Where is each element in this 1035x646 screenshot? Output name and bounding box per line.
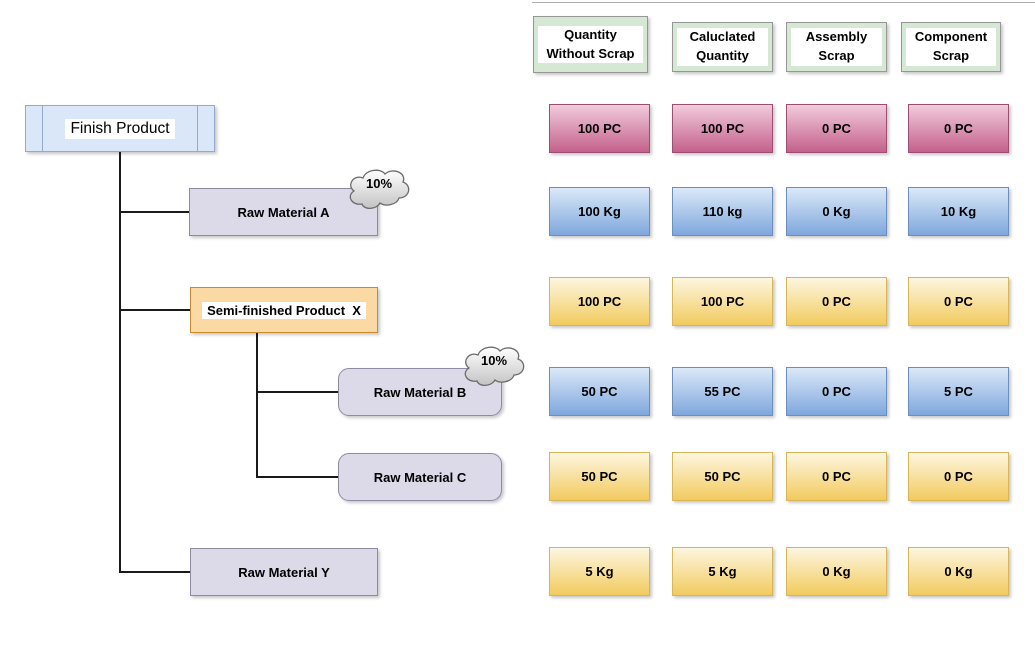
- header-label: Caluclated Quantity: [677, 28, 768, 66]
- connector-to-raw-b: [256, 391, 338, 393]
- node-semi-finished-x: Semi-finished Product X: [190, 287, 378, 333]
- connector-to-raw-y: [119, 571, 191, 573]
- cell-raw-a-qty-without-scrap: 100 Kg: [549, 187, 650, 236]
- node-raw-material-b: Raw Material B: [338, 368, 502, 416]
- scrap-cloud-raw-b: 10%: [460, 342, 528, 390]
- node-raw-material-a-label: Raw Material A: [237, 204, 330, 220]
- header-quantity-without-scrap: Quantity Without Scrap: [533, 16, 648, 73]
- scrap-percent-raw-b: 10%: [480, 353, 508, 368]
- connector-to-raw-a: [119, 211, 189, 213]
- node-semi-finished-x-label: Semi-finished Product X: [202, 301, 366, 319]
- cell-raw-y-calculated-qty: 5 Kg: [672, 547, 773, 596]
- cell-semi-x-assembly-scrap: 0 PC: [786, 277, 887, 326]
- cell-semi-x-qty-without-scrap: 100 PC: [549, 277, 650, 326]
- cell-raw-a-assembly-scrap: 0 Kg: [786, 187, 887, 236]
- header-label: Quantity Without Scrap: [538, 25, 643, 64]
- cell-raw-b-assembly-scrap: 0 PC: [786, 367, 887, 416]
- cell-raw-c-assembly-scrap: 0 PC: [786, 452, 887, 501]
- node-raw-material-y-label: Raw Material Y: [238, 564, 330, 580]
- node-raw-material-y: Raw Material Y: [190, 548, 378, 596]
- cell-semi-x-component-scrap: 0 PC: [908, 277, 1009, 326]
- connector-finish-trunk: [119, 152, 121, 573]
- cell-raw-c-calculated-qty: 50 PC: [672, 452, 773, 501]
- cell-raw-b-calculated-qty: 55 PC: [672, 367, 773, 416]
- node-raw-material-c: Raw Material C: [338, 453, 502, 501]
- header-calculated-quantity: Caluclated Quantity: [672, 22, 773, 72]
- node-raw-material-a: Raw Material A: [189, 188, 378, 236]
- cell-raw-b-component-scrap: 5 PC: [908, 367, 1009, 416]
- cell-raw-y-assembly-scrap: 0 Kg: [786, 547, 887, 596]
- connector-to-raw-c: [256, 476, 338, 478]
- cell-raw-b-qty-without-scrap: 50 PC: [549, 367, 650, 416]
- cell-finish-qty-without-scrap: 100 PC: [549, 104, 650, 153]
- connector-to-semi-x: [119, 309, 191, 311]
- header-component-scrap: Component Scrap: [901, 22, 1001, 72]
- scrap-percent-raw-a: 10%: [365, 176, 393, 191]
- scrap-cloud-raw-a: 10%: [345, 165, 413, 213]
- cell-raw-a-calculated-qty: 110 kg: [672, 187, 773, 236]
- cell-semi-x-calculated-qty: 100 PC: [672, 277, 773, 326]
- cell-raw-y-qty-without-scrap: 5 Kg: [549, 547, 650, 596]
- top-border-line: [532, 2, 1035, 3]
- connector-semi-trunk: [256, 333, 258, 478]
- cloud-icon: [349, 169, 410, 210]
- cell-finish-component-scrap: 0 PC: [908, 104, 1009, 153]
- node-finish-product: Finish Product: [25, 105, 215, 152]
- header-assembly-scrap: Assembly Scrap: [786, 22, 887, 72]
- header-label: Component Scrap: [906, 28, 996, 66]
- cell-finish-assembly-scrap: 0 PC: [786, 104, 887, 153]
- node-raw-material-b-label: Raw Material B: [373, 384, 467, 400]
- header-label: Assembly Scrap: [791, 28, 882, 66]
- cell-finish-calculated-qty: 100 PC: [672, 104, 773, 153]
- cloud-icon: [464, 346, 525, 387]
- cell-raw-y-component-scrap: 0 Kg: [908, 547, 1009, 596]
- node-finish-product-label: Finish Product: [65, 118, 175, 139]
- cell-raw-c-qty-without-scrap: 50 PC: [549, 452, 650, 501]
- cell-raw-c-component-scrap: 0 PC: [908, 452, 1009, 501]
- cell-raw-a-component-scrap: 10 Kg: [908, 187, 1009, 236]
- node-raw-material-c-label: Raw Material C: [373, 469, 467, 485]
